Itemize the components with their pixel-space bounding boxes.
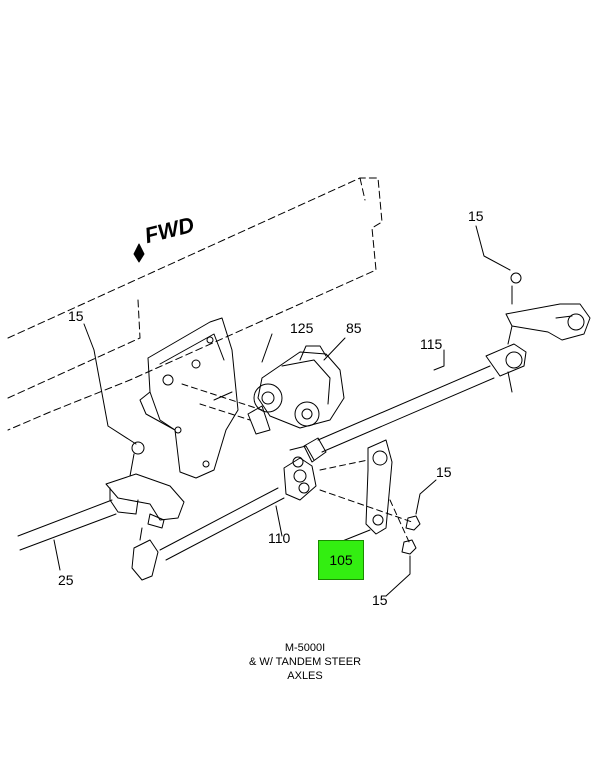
callout-105-highlight[interactable]: 105 <box>318 540 364 580</box>
drag-link-115 <box>303 343 527 463</box>
relay-arm-dashed <box>319 459 413 545</box>
axle-25 <box>17 499 117 551</box>
callout-15-mid-right[interactable]: 15 <box>436 464 452 480</box>
caption-line-2: & W/ TANDEM STEER <box>248 656 362 668</box>
diagram-caption: M-5000I & W/ TANDEM STEER AXLES <box>210 641 400 683</box>
callout-110[interactable]: 110 <box>268 530 291 546</box>
fwd-arrow-icon <box>133 243 145 263</box>
caption-line-3: AXLES <box>287 670 323 682</box>
callout-115[interactable]: 115 <box>420 336 443 352</box>
callout-15-top-right[interactable]: 15 <box>468 208 484 224</box>
callout-85[interactable]: 85 <box>346 320 362 336</box>
caption-line-1: M-5000I <box>284 642 326 654</box>
nuts-15-right <box>401 515 421 555</box>
tie-rod-110 <box>159 445 317 561</box>
frame-bracket <box>139 317 239 479</box>
gear-bolt-lines <box>181 383 263 421</box>
frame-rail <box>7 177 383 431</box>
left-tie-rod-end <box>105 441 185 581</box>
callout-15-left[interactable]: 15 <box>68 308 84 324</box>
steering-arm-upper <box>505 272 591 345</box>
steering-gear <box>247 345 345 435</box>
callout-15-bottom[interactable]: 15 <box>372 592 388 608</box>
callout-25[interactable]: 25 <box>58 572 74 588</box>
relay-arm-105 <box>365 439 393 535</box>
callout-125[interactable]: 125 <box>290 320 314 336</box>
